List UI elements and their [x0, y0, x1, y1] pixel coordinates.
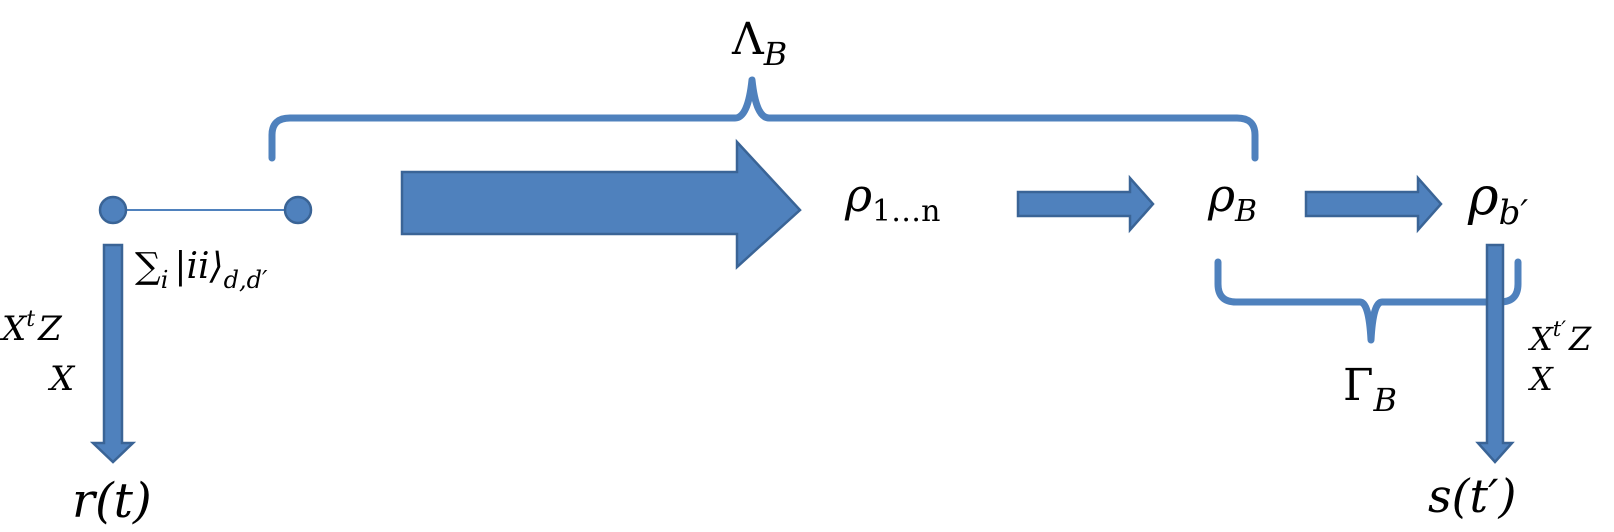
arrow-rho1n-to-rhoB	[1016, 174, 1155, 234]
max-entangled-state-label: ∑i|ii⟩d,d′	[135, 246, 268, 294]
rho-B-label: ρB	[1207, 168, 1257, 229]
right-qudit-node	[283, 195, 313, 225]
s-tprime-label: s(t′)	[1428, 469, 1516, 523]
rho-1n-label: ρ1…n	[844, 168, 940, 229]
r-t-label: r(t)	[72, 473, 152, 529]
left-qudit-node	[98, 195, 128, 225]
big-arrow	[400, 138, 802, 270]
lambda-brace	[268, 76, 1259, 162]
left-operator-bottom: X	[47, 359, 76, 399]
rho-bprime-label: ρb′	[1467, 167, 1528, 233]
arrow-rhoB-to-rhobprime	[1304, 174, 1443, 234]
lambda-label: ΛB	[731, 14, 787, 73]
gamma-brace	[1214, 258, 1522, 344]
right-operator-top: Xt′Z	[1527, 317, 1592, 358]
left-operator-top: XtZ	[0, 307, 63, 349]
gamma-label: ΓB	[1343, 360, 1397, 419]
right-operator-bottom: X	[1527, 360, 1554, 398]
left-down-arrow	[89, 243, 137, 464]
right-down-arrow	[1475, 243, 1515, 464]
